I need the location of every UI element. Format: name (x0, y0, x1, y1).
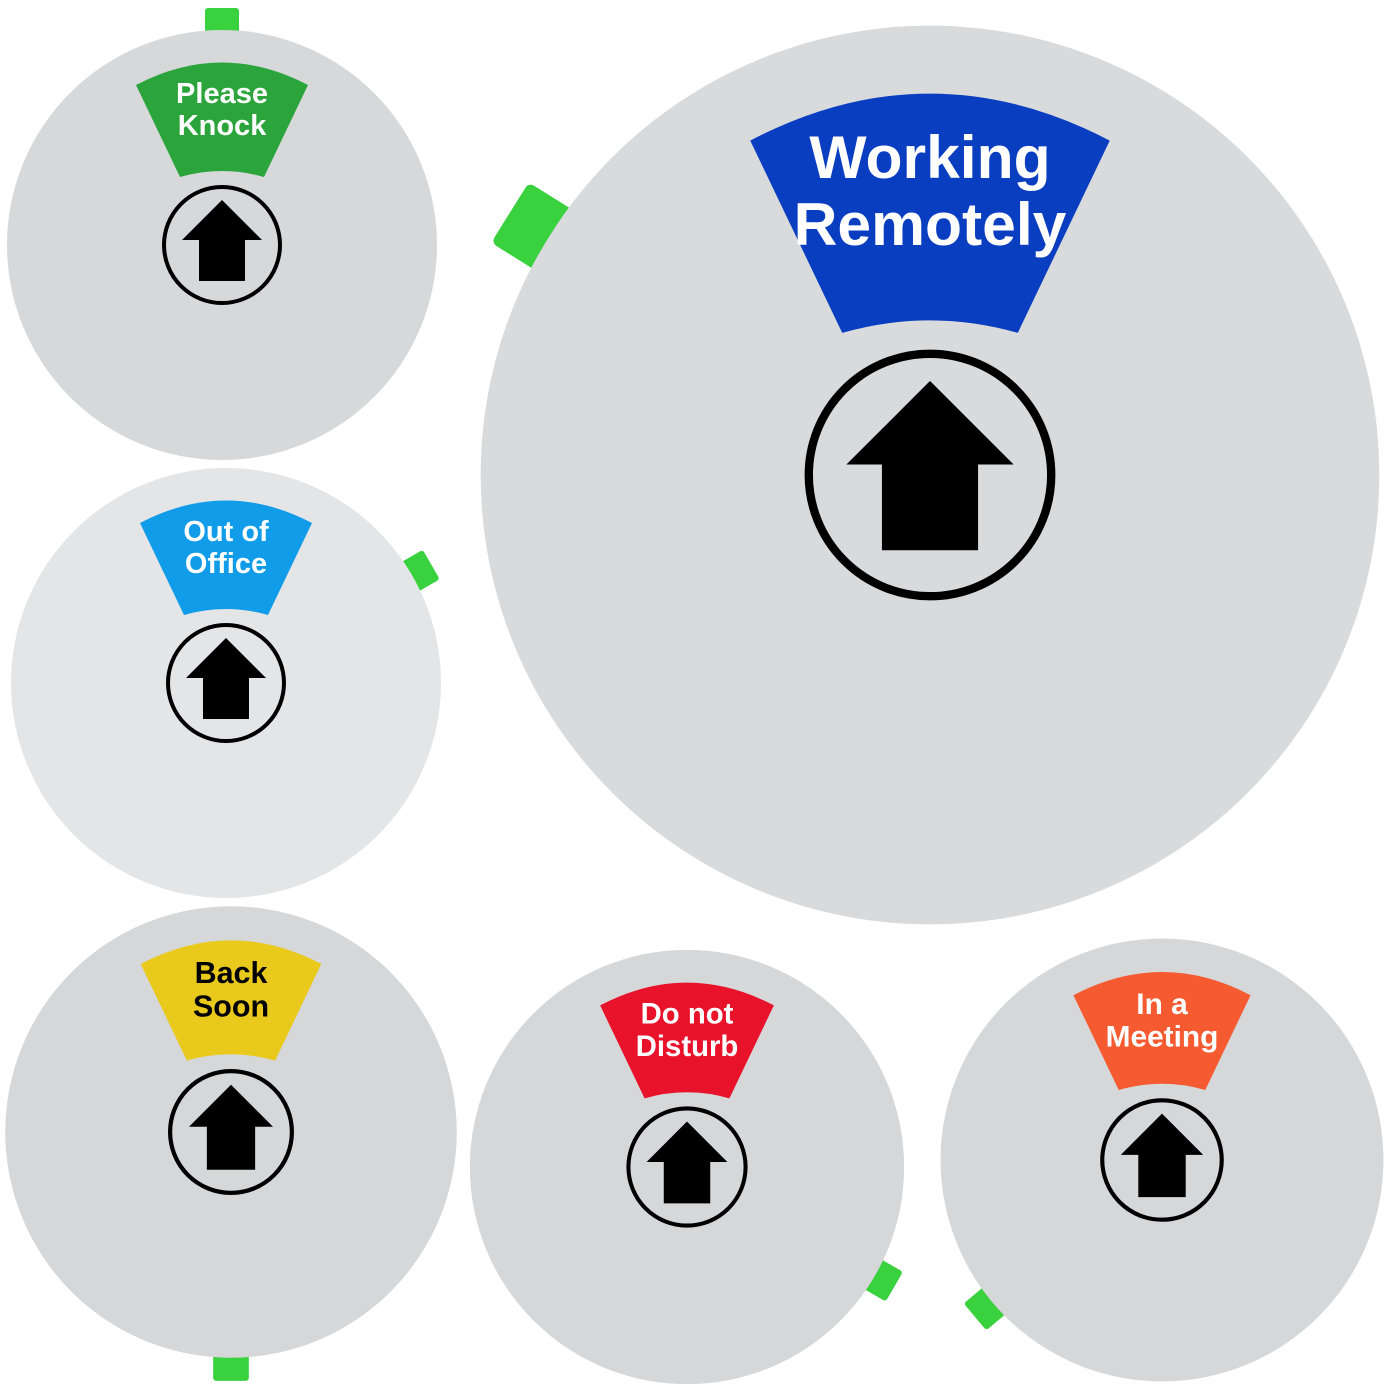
arrow-up-icon (846, 380, 1014, 551)
indicator-ring (162, 185, 282, 305)
indicator-ring (626, 1106, 748, 1228)
arrow-up-icon (189, 1084, 273, 1170)
status-wedge (1073, 972, 1251, 1090)
status-wedge (600, 982, 774, 1099)
status-label-line: In a (1136, 988, 1188, 1021)
status-wedge (140, 500, 312, 615)
indicator-ring (804, 349, 1056, 601)
status-label-line: Working (809, 123, 1050, 191)
status-label-line: Back (195, 956, 268, 990)
status-label-line: Do not (641, 998, 734, 1031)
indicator-ring (168, 1069, 294, 1195)
status-wedge (750, 93, 1110, 333)
status-wedge (136, 62, 308, 177)
arrow-up-icon (646, 1121, 728, 1204)
status-label-line: Soon (193, 990, 269, 1024)
arrow-up-icon (182, 200, 262, 281)
arrow-up-icon (186, 638, 266, 719)
status-label-line: Disturb (636, 1030, 738, 1063)
arrow-up-icon (1120, 1113, 1204, 1198)
status-label-line: Out of (183, 516, 269, 548)
status-label-line: Office (185, 548, 267, 580)
indicator-ring (166, 623, 286, 743)
status-label-line: Please (176, 78, 268, 110)
status-label-line: Remotely (794, 190, 1067, 258)
status-label-line: Knock (178, 110, 268, 142)
status-label-line: Meeting (1106, 1021, 1219, 1054)
indicator-ring (1100, 1098, 1224, 1222)
status-wedge (140, 940, 322, 1061)
